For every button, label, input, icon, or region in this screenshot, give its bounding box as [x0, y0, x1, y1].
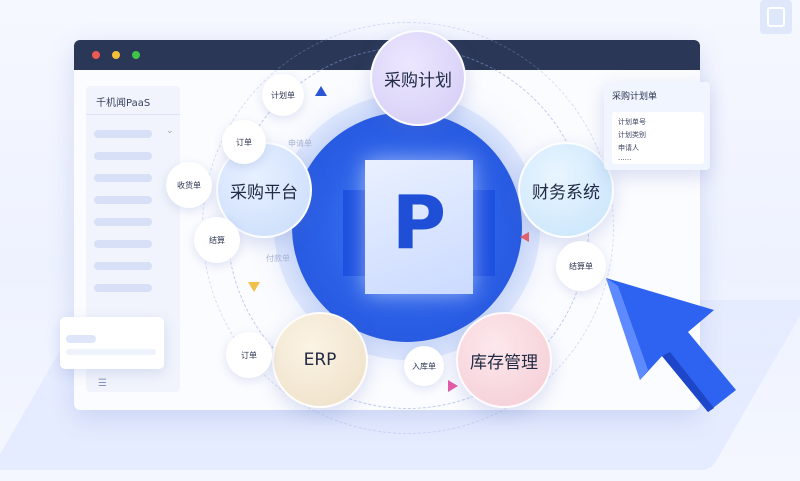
- doc-receipt[interactable]: 收货单: [166, 162, 212, 208]
- module-label: 库存管理: [470, 352, 538, 373]
- panel-field: 计划类别: [618, 131, 646, 139]
- panel-field: 申请人: [618, 144, 639, 152]
- chevron-down-icon[interactable]: ⌄: [166, 126, 174, 136]
- module-label: ERP: [303, 350, 337, 370]
- ghost-payment-label: 付款单: [266, 254, 290, 263]
- sidebar-item[interactable]: [94, 196, 152, 204]
- sidebar-item[interactable]: [94, 174, 152, 182]
- card-line: [66, 349, 156, 355]
- maximize-dot[interactable]: [132, 51, 140, 59]
- doc-inbound[interactable]: 入库单: [404, 346, 444, 386]
- p-chip: P: [365, 160, 473, 294]
- chip-pin-left: [343, 190, 365, 276]
- flow-arrow-icon: [248, 282, 260, 292]
- module-inventory[interactable]: 库存管理: [456, 312, 552, 408]
- sidebar-title: 千机闻PaaS: [96, 98, 151, 109]
- sidebar-item[interactable]: [94, 240, 152, 248]
- ghost-request-label: 申请单: [288, 139, 312, 148]
- module-label: 财务系统: [532, 182, 600, 203]
- sidebar-item[interactable]: [94, 284, 152, 292]
- flow-arrow-icon: [520, 232, 529, 242]
- module-label: 采购平台: [230, 182, 298, 203]
- doc-label: 计划单: [271, 90, 295, 100]
- doc-order[interactable]: 订单: [222, 120, 266, 164]
- doc-label: 订单: [241, 350, 257, 360]
- menu-icon[interactable]: ☰: [98, 378, 107, 389]
- flow-arrow-icon: [448, 380, 458, 392]
- module-finance[interactable]: 财务系统: [518, 142, 614, 238]
- sidebar-item[interactable]: [94, 152, 152, 160]
- sidebar-item[interactable]: [94, 130, 152, 138]
- app-icon-glyph: [767, 7, 785, 27]
- procurement-plan-panel: 采购计划单 计划单号 计划类别 申请人 ......: [604, 82, 710, 170]
- panel-field: 计划单号: [618, 118, 646, 126]
- panel-body: 计划单号 计划类别 申请人 ......: [612, 112, 704, 164]
- doc-label: 结算单: [569, 261, 593, 271]
- sidebar-item[interactable]: [94, 262, 152, 270]
- doc-settlement-finance[interactable]: 结算单: [556, 241, 606, 291]
- sidebar-divider: [86, 114, 180, 115]
- doc-label: 结算: [209, 235, 225, 245]
- panel-field: ......: [618, 154, 632, 162]
- sidebar-item[interactable]: [94, 218, 152, 226]
- p-logo-letter: P: [391, 180, 447, 266]
- panel-title: 采购计划单: [612, 92, 658, 102]
- doc-label: 收货单: [177, 180, 201, 190]
- module-procurement-plan[interactable]: 采购计划: [370, 30, 466, 126]
- module-label: 采购计划: [384, 70, 452, 91]
- corner-app-icon[interactable]: [760, 0, 792, 34]
- floating-card: [60, 317, 164, 369]
- doc-order-erp[interactable]: 订单: [226, 332, 272, 378]
- flow-arrow-icon: [315, 86, 327, 96]
- chip-pin-right: [473, 190, 495, 276]
- cursor-arrow-icon: [606, 278, 736, 412]
- doc-settlement[interactable]: 结算: [194, 217, 240, 263]
- doc-plan-order[interactable]: 计划单: [262, 74, 304, 116]
- close-dot[interactable]: [92, 51, 100, 59]
- module-erp[interactable]: ERP: [272, 312, 368, 408]
- doc-label: 入库单: [412, 361, 436, 371]
- doc-label: 订单: [236, 137, 252, 147]
- minimize-dot[interactable]: [112, 51, 120, 59]
- card-line: [66, 335, 96, 343]
